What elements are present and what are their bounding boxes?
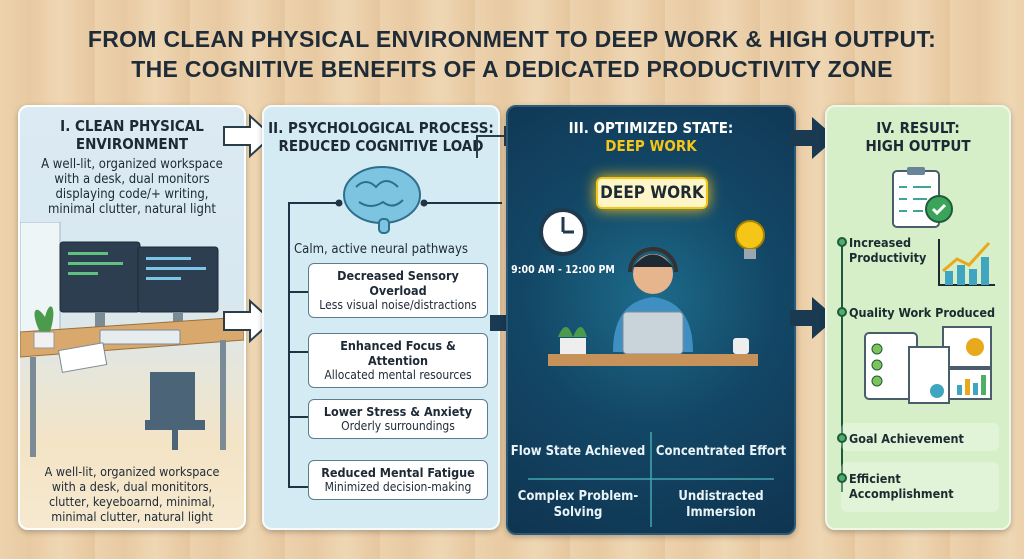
connector-lines <box>288 166 502 488</box>
panel-psychological-process: II. PSYCHOLOGICAL PROCESS:REDUCED COGNIT… <box>262 105 502 530</box>
growth-chart-icon <box>938 239 995 286</box>
clock-icon <box>539 208 587 256</box>
timeline-line <box>841 242 843 492</box>
deep-work-badge: DEEP WORK <box>596 177 708 209</box>
result-increased-productivity: Increased Productivity <box>849 235 927 265</box>
brain-icon <box>343 166 421 234</box>
result-quality-work: Quality Work Produced <box>849 305 996 320</box>
timeline-dot <box>837 307 847 317</box>
lightbulb-icon <box>735 220 765 259</box>
workspace-illustration <box>20 222 244 457</box>
quadrant-flow-state: Flow State Achieved <box>510 444 646 459</box>
panel2-heading: II. PSYCHOLOGICAL PROCESS:REDUCED COGNIT… <box>268 119 494 155</box>
arrow-right-icon <box>790 297 836 339</box>
result-efficient-accomplishment: Efficient Accomplishment <box>849 471 954 501</box>
arrow-right-icon <box>223 113 274 159</box>
arrow-right-icon <box>790 117 836 159</box>
panel1-description: A well-lit, organized workspace with a d… <box>41 157 223 217</box>
panel4-heading: IV. RESULT:HIGH OUTPUT <box>865 119 971 155</box>
timeline-dot <box>837 237 847 247</box>
clipboard-check-icon <box>892 167 953 228</box>
timeline-dot <box>837 473 847 483</box>
panel1-caption: A well-lit, organized workspace with a d… <box>44 464 220 524</box>
result-goal-achievement: Goal Achievement <box>849 431 964 446</box>
quadrant-problem-solving: Complex Problem-Solving <box>517 489 639 520</box>
brain-caption: Calm, active neural pathways <box>294 242 468 257</box>
person-at-desk-illustration <box>548 247 758 366</box>
arrow-right-icon <box>223 298 274 344</box>
documents-reports-icon <box>864 326 992 404</box>
quadrant-dividers <box>528 432 774 527</box>
panel-optimized-state: III. OPTIMIZED STATE:DEEP WORK DEEP WORK… <box>506 105 796 535</box>
panel3-heading: III. OPTIMIZED STATE:DEEP WORK <box>568 119 734 155</box>
panel1-heading: I. CLEAN PHYSICAL ENVIRONMENT <box>60 117 204 153</box>
page-title: FROM CLEAN PHYSICAL ENVIRONMENT TO DEEP … <box>87 26 937 82</box>
quadrant-concentrated-effort: Concentrated Effort <box>655 444 787 459</box>
timeline-dot <box>837 433 847 443</box>
panel-result: IV. RESULT:HIGH OUTPUT Increased Product… <box>825 105 1011 530</box>
panel-clean-environment: I. CLEAN PHYSICAL ENVIRONMENT A well-lit… <box>18 105 246 530</box>
time-range: 9:00 AM - 12:00 PM <box>511 264 615 276</box>
quadrant-immersion: Undistracted Immersion <box>678 489 764 520</box>
